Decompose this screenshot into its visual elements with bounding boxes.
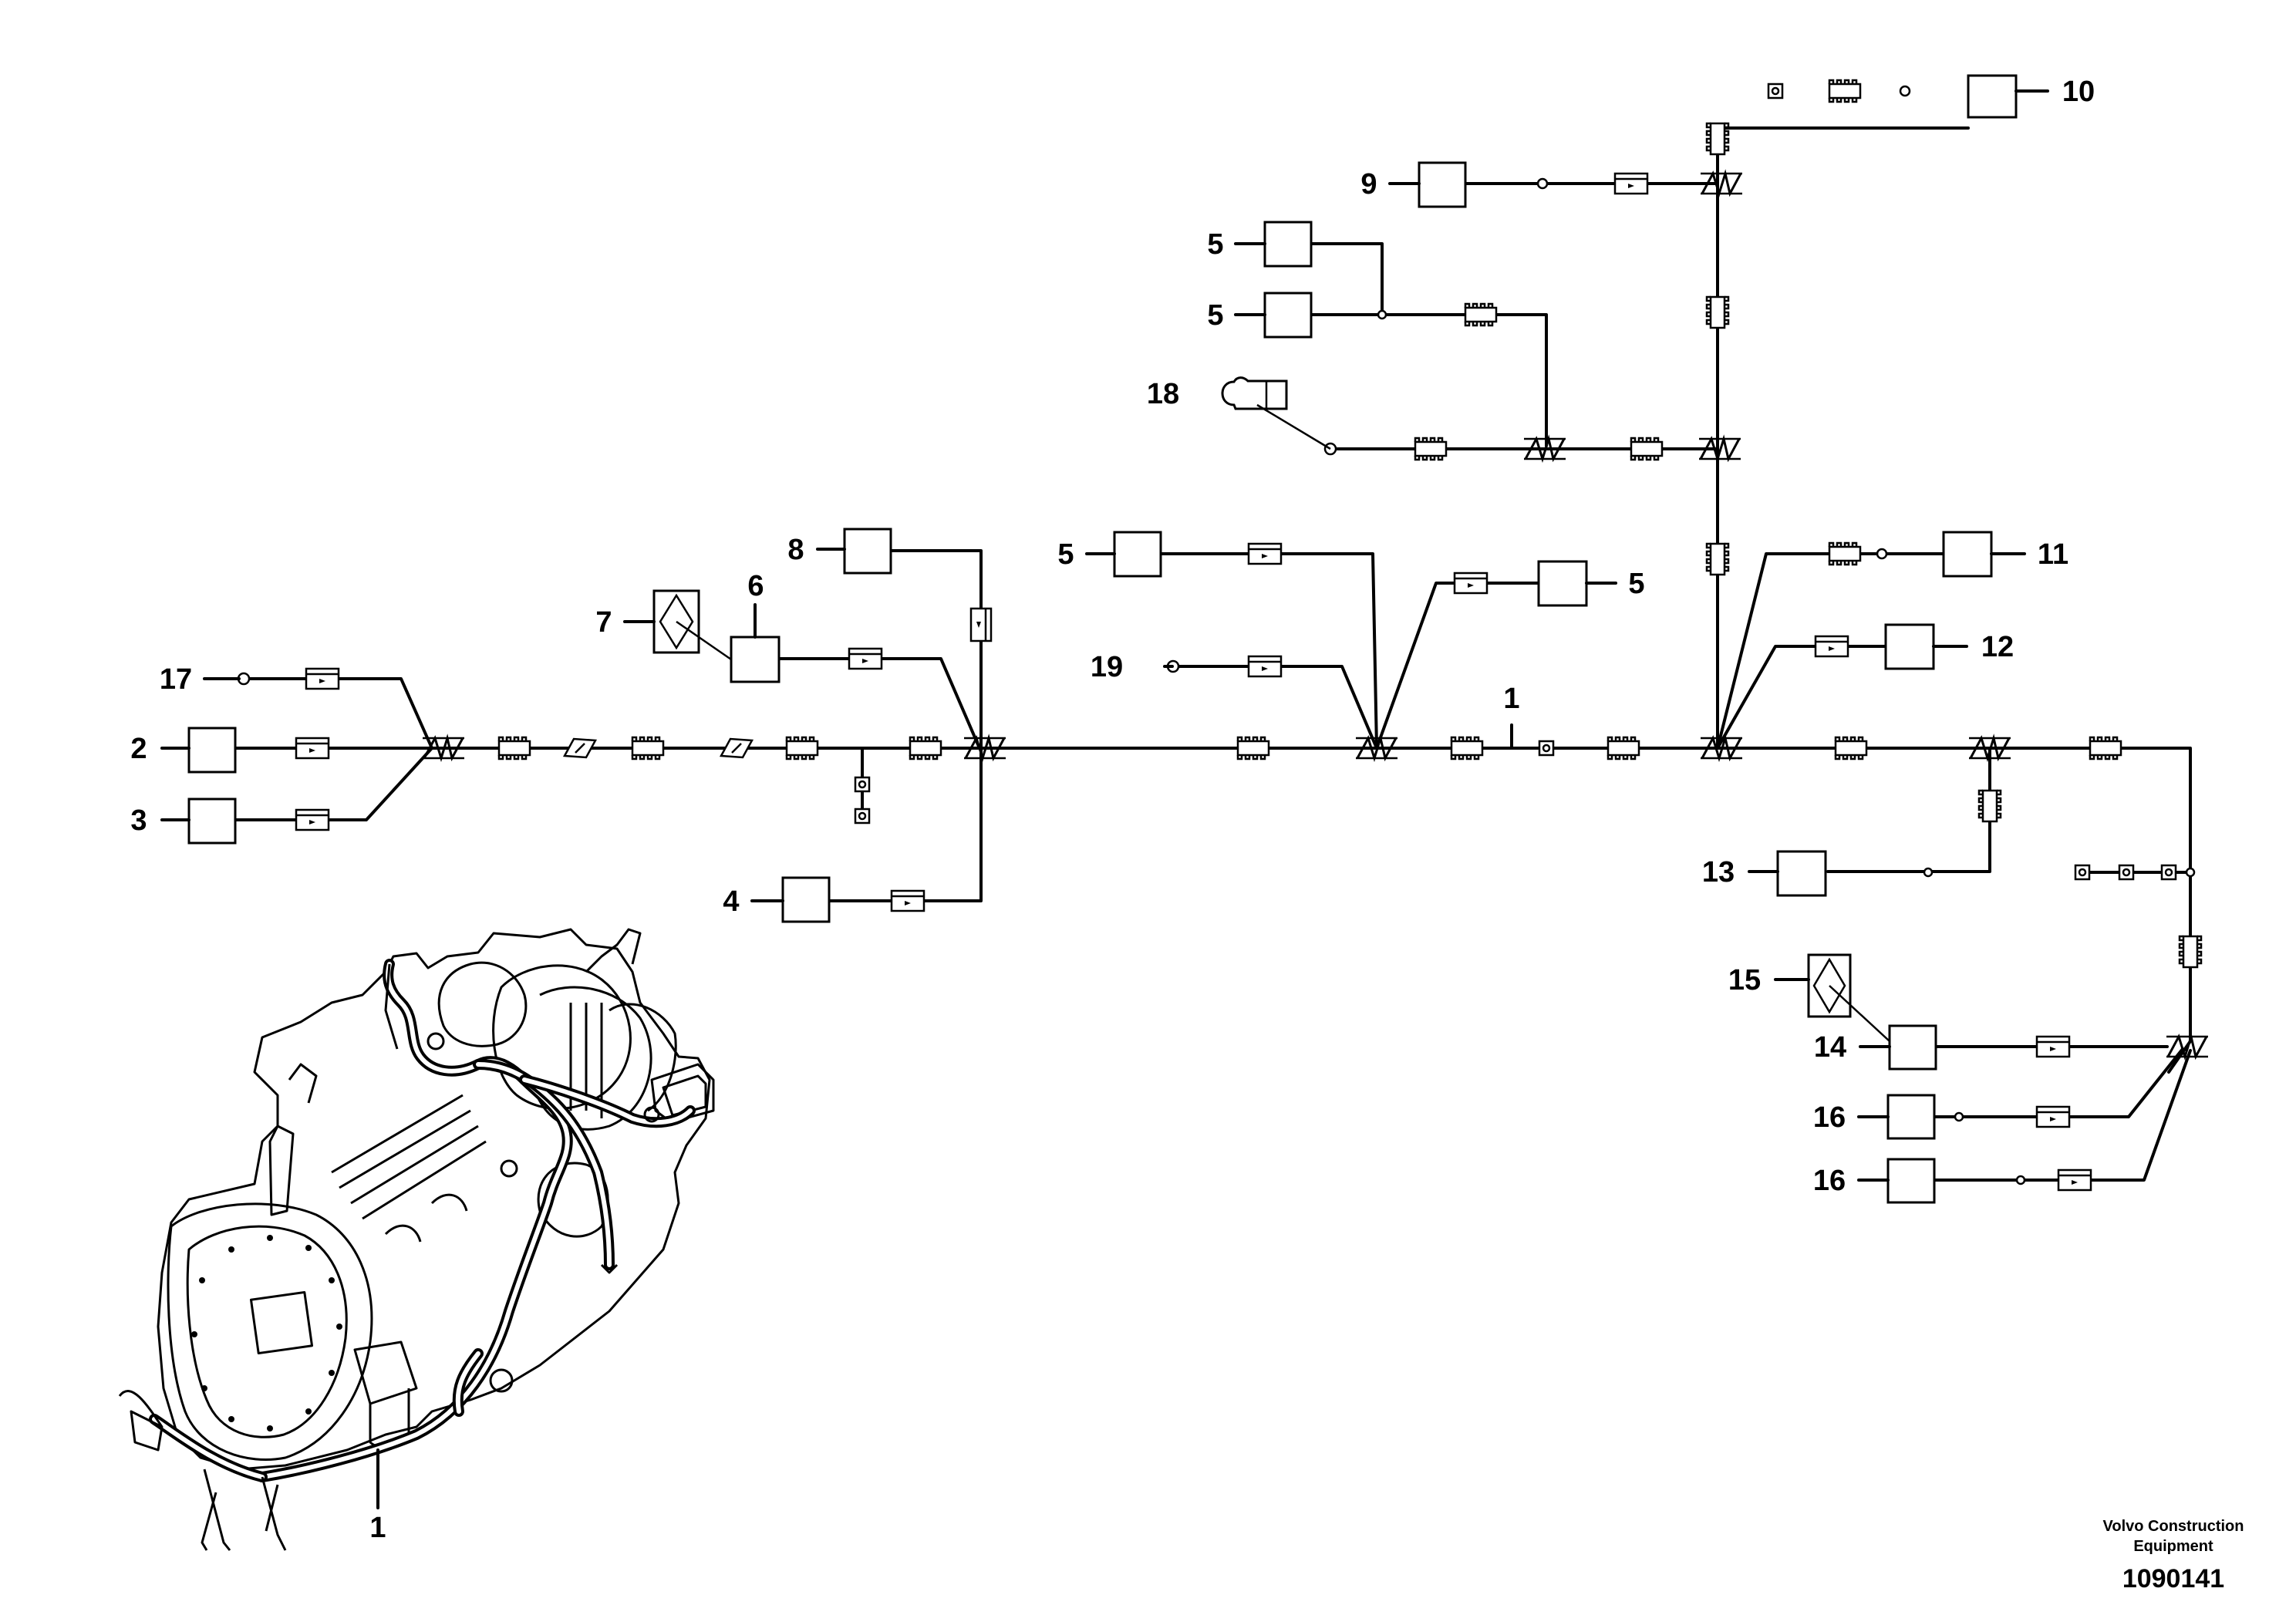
callout-7: 7 [595, 606, 612, 639]
callout-14: 14 [1814, 1031, 1846, 1064]
callout-10: 10 [2062, 76, 2095, 108]
callout-15: 15 [1728, 964, 1761, 996]
component-12 [1884, 623, 1935, 670]
callout-5-center: 5 [1057, 538, 1074, 571]
callout-13: 13 [1702, 856, 1735, 889]
engine-illustration [118, 928, 715, 1551]
component-10 [1967, 74, 2018, 119]
callout-5-top-b: 5 [1207, 299, 1223, 332]
callout-16b: 16 [1813, 1165, 1846, 1197]
callout-4: 4 [723, 885, 739, 918]
drawing-number: 1090141 [2122, 1564, 2224, 1593]
callout-11: 11 [2038, 538, 2068, 571]
callout-1-engine: 1 [369, 1512, 386, 1544]
component-5-top-b [1263, 292, 1313, 339]
component-9 [1418, 161, 1467, 208]
component-14 [1888, 1024, 1937, 1071]
callout-5-right: 5 [1628, 568, 1644, 600]
harness-wires [234, 126, 2192, 1182]
component-16b [1886, 1158, 1936, 1204]
component-boxes [187, 74, 2018, 1204]
callout-3: 3 [130, 804, 147, 837]
component-6 [730, 636, 781, 683]
component-11 [1942, 531, 1993, 578]
callout-12: 12 [1981, 631, 2014, 663]
callout-8: 8 [787, 534, 804, 566]
company-name-line1: Volvo Construction [2103, 1518, 2244, 1535]
footer: Volvo Construction Equipment 1090141 [2103, 1518, 2244, 1593]
component-5-center [1113, 531, 1162, 578]
callout-6: 6 [747, 570, 764, 602]
callout-2: 2 [130, 733, 147, 765]
component-8 [843, 528, 892, 575]
component-13 [1776, 850, 1827, 897]
component-5-right [1537, 560, 1588, 607]
callout-1-trunk: 1 [1503, 683, 1519, 715]
callout-labels: 1 1 2 3 4 5 5 5 5 6 7 8 9 10 11 12 13 14… [130, 76, 2095, 1544]
component-2 [187, 727, 237, 774]
component-4 [781, 876, 831, 923]
callout-18: 18 [1147, 378, 1179, 410]
component-18 [1221, 376, 1331, 450]
callout-17: 17 [160, 663, 192, 696]
component-3 [187, 798, 237, 845]
callout-5-top-a: 5 [1207, 228, 1223, 261]
callout-9: 9 [1360, 168, 1377, 201]
callout-16a: 16 [1813, 1101, 1846, 1134]
component-16a [1886, 1094, 1936, 1140]
callout-19: 19 [1091, 651, 1123, 683]
company-name-line2: Equipment [2133, 1538, 2213, 1555]
component-5-top-a [1263, 221, 1313, 268]
callout-leaders [160, 89, 2049, 1182]
